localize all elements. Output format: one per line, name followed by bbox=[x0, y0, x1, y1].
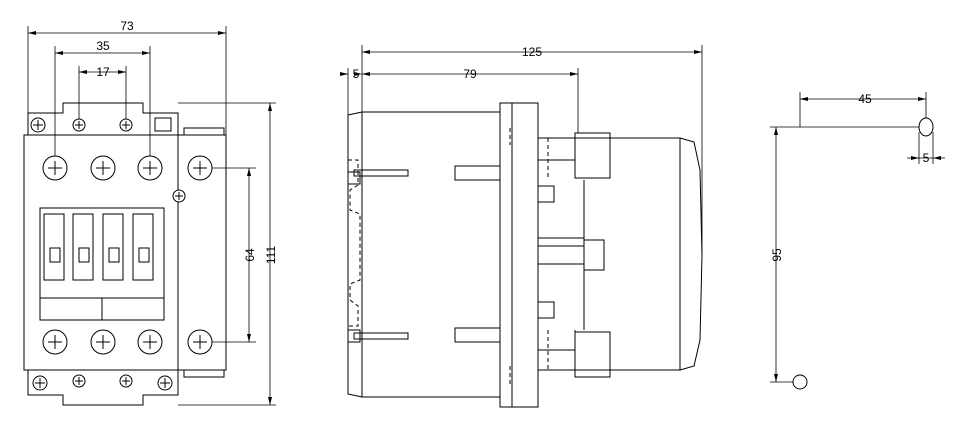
mount-screw-icon bbox=[157, 375, 173, 391]
mount-screw-icon bbox=[72, 118, 86, 132]
mount-screw-icon bbox=[30, 117, 46, 133]
dimension-depth-total: 125 bbox=[361, 45, 703, 255]
dimension-hole-offset: 5 bbox=[907, 132, 945, 165]
dim-label-35: 35 bbox=[96, 39, 110, 53]
dimension-terminal-spacing: 64 bbox=[212, 167, 257, 343]
mount-screw-icon bbox=[119, 118, 133, 132]
dim-label-73: 73 bbox=[120, 19, 134, 33]
dim-label-5-mount: 5 bbox=[923, 151, 930, 165]
dimension-hole-spacing-v: 95 bbox=[770, 126, 919, 383]
terminal-screw-icon bbox=[187, 155, 213, 181]
dimension-mount-spacing: 35 bbox=[54, 39, 151, 156]
dim-label-95: 95 bbox=[770, 248, 784, 262]
mount-view: 45 5 95 bbox=[770, 92, 945, 390]
dim-label-125: 125 bbox=[522, 45, 542, 59]
dimension-height-total: 111 bbox=[178, 102, 278, 406]
terminal-screw-icon bbox=[42, 155, 68, 181]
terminal-screw-icon bbox=[137, 155, 163, 181]
dim-label-64: 64 bbox=[243, 248, 257, 262]
side-view: 125 79 5 bbox=[340, 45, 703, 408]
terminal-pin bbox=[353, 169, 409, 177]
terminal-pin bbox=[454, 327, 501, 343]
dimension-depth-front: 79 bbox=[362, 67, 579, 133]
terminal-pin bbox=[454, 165, 501, 181]
mount-screw-icon bbox=[72, 374, 86, 388]
terminal-screw-icon bbox=[90, 155, 116, 181]
middle-housing bbox=[499, 102, 539, 408]
dimension-inner-spacing: 17 bbox=[78, 65, 127, 119]
dim-label-5-side: 5 bbox=[353, 67, 360, 81]
dimension-rail-offset: 5 bbox=[340, 67, 362, 115]
dim-label-17: 17 bbox=[96, 65, 110, 79]
dim-label-79: 79 bbox=[463, 67, 477, 81]
mount-screw-icon bbox=[32, 375, 48, 391]
dimension-hole-spacing-h: 45 bbox=[799, 92, 927, 127]
dimension-width-total: 73 bbox=[27, 19, 227, 135]
dim-label-45: 45 bbox=[858, 92, 872, 106]
terminal-screw-icon bbox=[42, 329, 68, 355]
mount-screw-icon bbox=[119, 374, 133, 388]
contact-slots bbox=[43, 213, 154, 281]
mount-hole bbox=[792, 374, 808, 390]
front-view: 73 35 17 64 bbox=[23, 19, 278, 406]
dim-label-111: 111 bbox=[264, 246, 278, 265]
terminal-screw-icon bbox=[187, 329, 213, 355]
base-plate bbox=[347, 111, 501, 398]
contactor-body bbox=[23, 134, 227, 371]
mount-hole-slot bbox=[918, 117, 934, 137]
small-screw-icon bbox=[172, 189, 186, 203]
front-housing bbox=[538, 137, 681, 371]
terminal-screw-icon bbox=[90, 329, 116, 355]
contact-window bbox=[39, 207, 165, 299]
terminal-pin bbox=[353, 332, 409, 340]
terminal-screw-icon bbox=[137, 329, 163, 355]
